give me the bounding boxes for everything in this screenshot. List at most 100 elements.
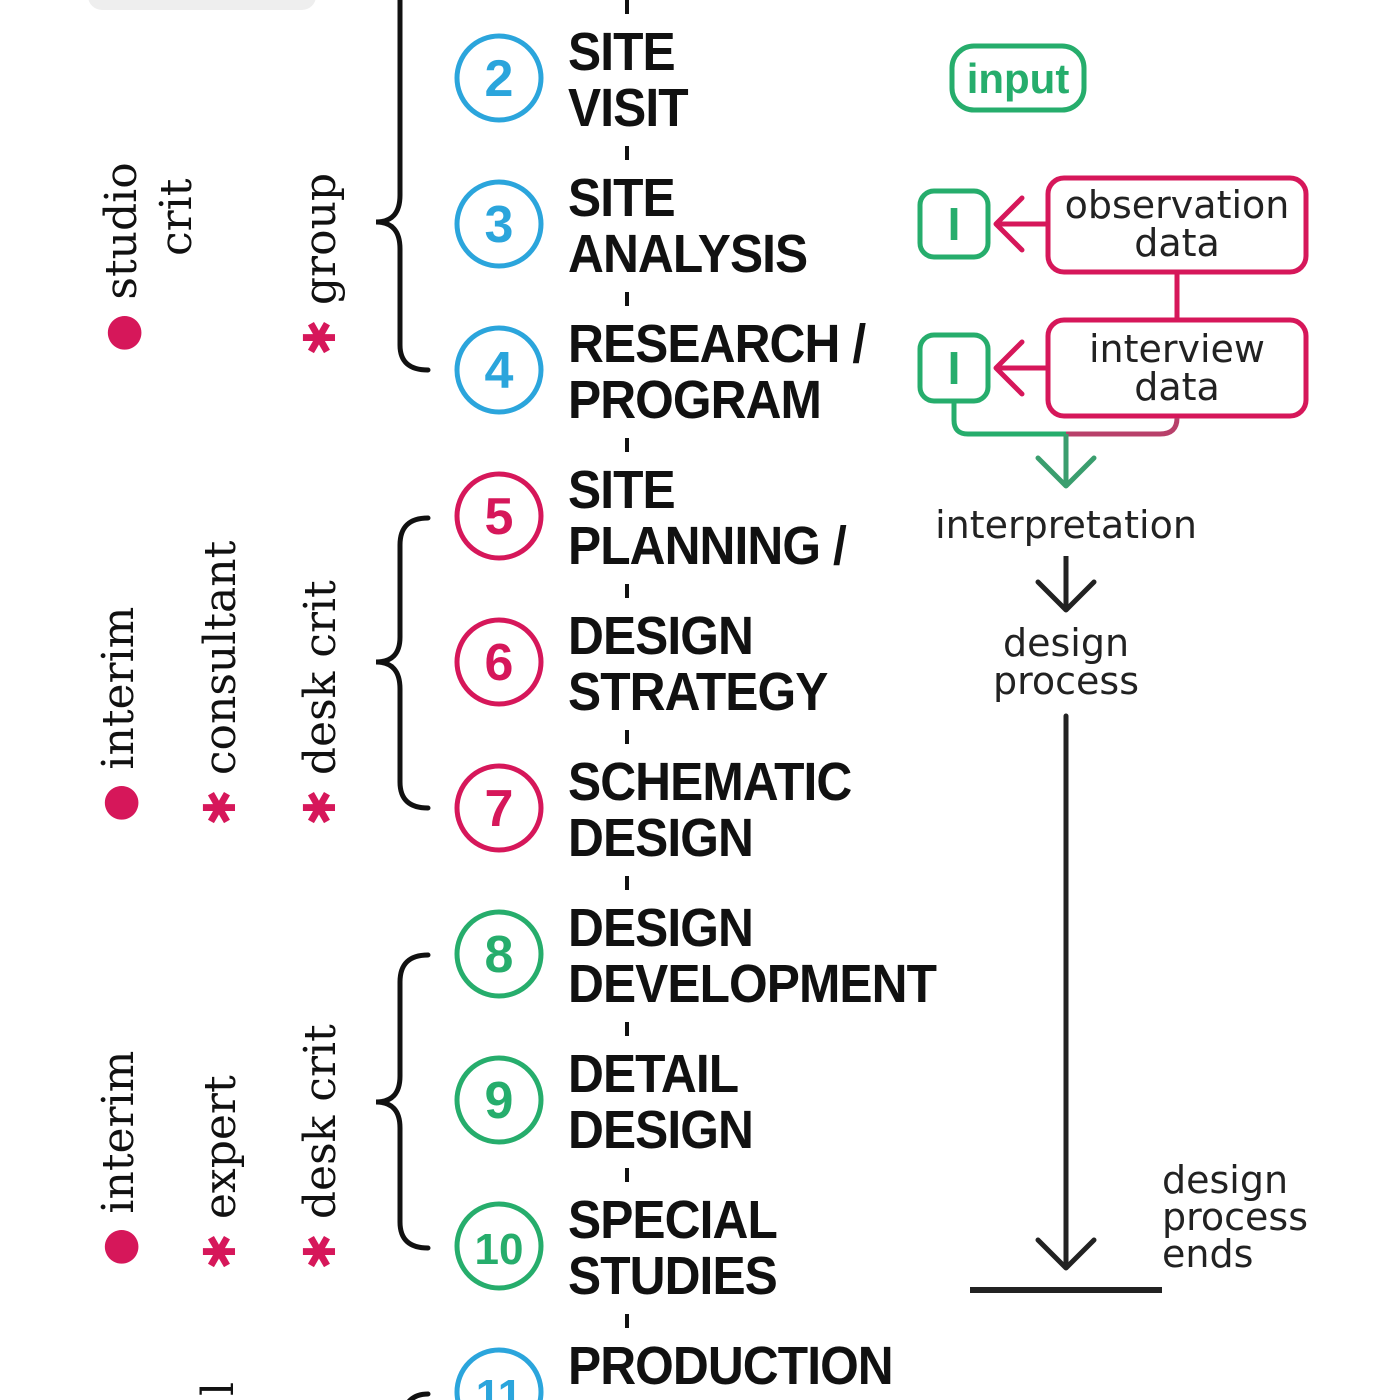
input-marker-label-1: I — [948, 198, 961, 250]
interpretation-arrow-head — [1035, 455, 1097, 489]
step-11-number: 11 — [476, 1371, 523, 1400]
brace-group-4 — [407, 1391, 431, 1400]
top-tab-fragment — [88, 0, 316, 10]
interview-data-label: interview data — [1048, 330, 1306, 406]
step-4-line1: RESEARCH / — [568, 314, 866, 374]
step-10-line2: STUDIES — [568, 1246, 778, 1306]
step-4-title: RESEARCH /PROGRAM — [568, 314, 866, 430]
step-7-line1: SCHEMATIC — [568, 752, 852, 812]
input-marker-box-1 — [917, 188, 991, 260]
desk-crit-label-1: ✱ desk crit — [295, 580, 346, 826]
expert-text: expert — [195, 1075, 246, 1220]
consultant-star: ✱ — [195, 789, 246, 826]
ends-line1: design — [1162, 1158, 1289, 1202]
step-3-number: 3 — [485, 196, 514, 254]
step-9-number: 9 — [485, 1072, 514, 1130]
desk-crit-label-2: ✱ desk crit — [295, 1024, 346, 1270]
interim-label-1: ● interim — [93, 606, 144, 822]
step-11-circle — [454, 1347, 544, 1400]
design-process-ends-label: design process ends — [1162, 1161, 1309, 1276]
step-5-number: 5 — [485, 488, 514, 546]
step-5-circle — [454, 471, 544, 561]
consultant-text: consultant — [195, 540, 246, 776]
step-8-line1: DESIGN — [568, 898, 754, 958]
step-8-line2: DEVELOPMENT — [568, 954, 937, 1014]
interim-2-bullet: ● — [93, 1227, 144, 1266]
design-process-line1: design — [1002, 621, 1130, 665]
observation-line1: observation — [1064, 183, 1290, 227]
step-11-title: PRODUCTION — [568, 1336, 894, 1396]
brace-group-3 — [375, 952, 431, 1251]
studio-crit-label: ● studio — [96, 162, 148, 352]
step-4-circle — [454, 325, 544, 415]
step-2-line2: VISIT — [568, 78, 689, 138]
merge-path-green — [951, 401, 1066, 437]
desk-crit-2-text: desk crit — [295, 1024, 346, 1220]
step-4-line2: PROGRAM — [568, 370, 822, 430]
step-9-line1: DETAIL — [568, 1044, 739, 1104]
partial-label-text: l — [193, 1381, 244, 1396]
input-pill — [949, 43, 1087, 113]
expert-label: ✱ expert — [195, 1075, 246, 1270]
step-6-number: 6 — [485, 634, 514, 692]
group-label: ✱ group — [295, 172, 346, 356]
step-5-line2: PLANNING / — [568, 516, 847, 576]
step-3-line1: SITE — [568, 168, 676, 228]
desk-crit-2-star: ✱ — [295, 1233, 346, 1270]
process-long-arrow-head — [1035, 1237, 1097, 1271]
step-11-line1: PRODUCTION — [568, 1336, 894, 1396]
partial-label: l — [193, 1381, 244, 1396]
step-2-circle — [454, 33, 544, 123]
studio-crit-line1: studio — [96, 162, 147, 300]
interview-arrow-head — [993, 339, 1025, 397]
design-process-arrow-head — [1035, 579, 1097, 613]
group-star: ✱ — [295, 319, 346, 356]
step-5-line1: SITE — [568, 460, 676, 520]
interview-line2: data — [1134, 365, 1220, 409]
interview-line1: interview — [1088, 327, 1266, 371]
studio-crit-bullet: ● — [96, 313, 147, 352]
step-10-number: 10 — [475, 1225, 524, 1274]
studio-crit-label-line2: crit — [151, 178, 202, 256]
brace-group-1 — [375, 0, 431, 373]
step-6-line2: STRATEGY — [568, 662, 828, 722]
observation-arrow-head — [993, 195, 1025, 253]
ends-line3: ends — [1162, 1232, 1254, 1276]
interpretation-label: interpretation — [935, 503, 1197, 547]
interim-2-text: interim — [93, 1050, 144, 1214]
design-process-label: design process — [960, 624, 1172, 700]
step-9-circle — [454, 1055, 544, 1145]
step-2-number: 2 — [485, 50, 514, 108]
step-6-circle — [454, 617, 544, 707]
step-10-line1: SPECIAL — [568, 1190, 778, 1250]
interim-1-text: interim — [93, 606, 144, 770]
ends-line2: process — [1162, 1195, 1309, 1239]
desk-crit-1-text: desk crit — [295, 580, 346, 776]
step-9-line2: DESIGN — [568, 1100, 754, 1160]
observation-data-label: observation data — [1048, 186, 1306, 262]
brace-group-2 — [375, 515, 431, 811]
input-marker-label-2: I — [948, 342, 961, 394]
interim-1-bullet: ● — [93, 783, 144, 822]
step-3-circle — [454, 179, 544, 269]
group-text: group — [295, 172, 346, 306]
consultant-label: ✱ consultant — [195, 540, 246, 826]
interim-label-2: ● interim — [93, 1050, 144, 1266]
step-8-number: 8 — [485, 926, 514, 984]
step-4-number: 4 — [485, 342, 514, 400]
step-7-line2: DESIGN — [568, 808, 754, 868]
step-7-circle — [454, 763, 544, 853]
design-process-line2: process — [992, 659, 1140, 703]
desk-crit-1-star: ✱ — [295, 789, 346, 826]
studio-crit-line2: crit — [151, 178, 202, 256]
